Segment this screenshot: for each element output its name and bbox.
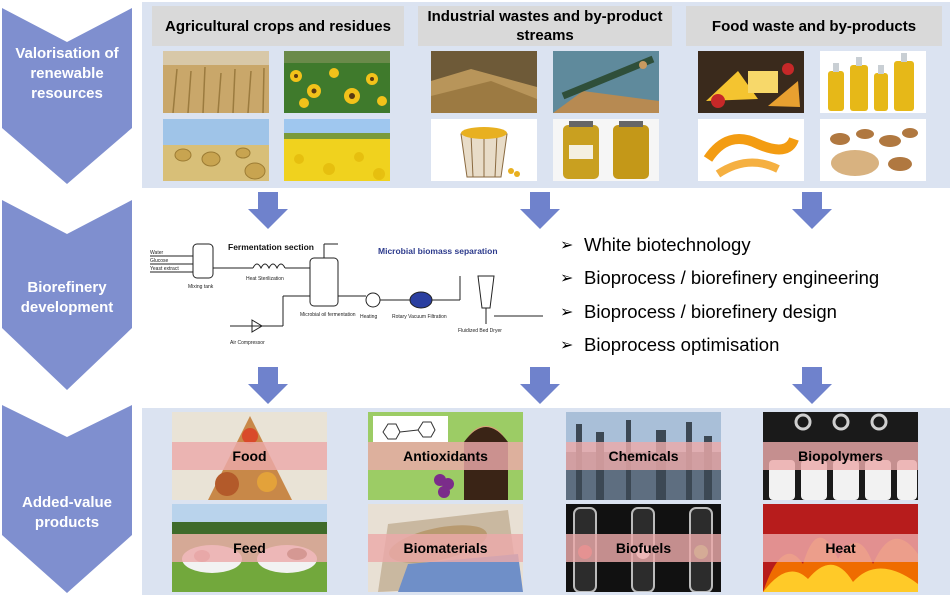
arrowhead-bullet-icon: ➢ [560, 337, 574, 355]
list-item: ➢White biotechnology [560, 233, 751, 255]
unit-label-heat-sterilization: Heat Sterilization [246, 276, 284, 282]
down-arrow-icon [520, 192, 560, 229]
wood-chips-conveyor-image [553, 51, 659, 113]
unit-label-rvf: Rotary Vacuum Filtration [392, 314, 447, 320]
product-antioxidants: Antioxidants [368, 412, 523, 500]
feed-label-yeast: Yeast extract [150, 266, 179, 272]
feed-label-glucose: Glucose [150, 258, 169, 264]
product-label-antioxidants: Antioxidants [368, 442, 523, 470]
unit-label-fermentation: Microbial oil fermentation [300, 312, 356, 318]
stage-chevron-valorisation: Valorisation of renewable resources [2, 8, 132, 184]
stage-chevron-biorefinery: Biorefinery development [2, 200, 132, 390]
list-item: ➢Bioprocess / biorefinery engineering [560, 267, 880, 289]
fermentation-section-title: Fermentation section [228, 242, 314, 252]
stage-label-products: Added-value products [21, 494, 112, 531]
process-flow-diagram: Fermentation section Microbial biomass s… [148, 236, 548, 360]
down-arrow-icon [792, 192, 832, 229]
product-biomaterials: Biomaterials [368, 504, 523, 592]
resource-header-food-waste: Food waste and by-products [686, 6, 942, 46]
product-biofuels: Biofuels [566, 504, 721, 592]
arrowhead-bullet-icon: ➢ [560, 270, 574, 288]
down-arrow-icon [792, 367, 832, 404]
list-item: ➢Bioprocess optimisation [560, 334, 780, 356]
product-label-feed: Feed [172, 534, 327, 562]
oil-bottles-image [553, 119, 659, 181]
rapeseed-field-image [284, 119, 390, 181]
resource-header-agricultural: Agricultural crops and residues [152, 6, 404, 46]
stage-label-biorefinery: Biorefinery development [20, 279, 114, 316]
biomass-separation-title: Microbial biomass separation [378, 246, 498, 256]
feed-label-water: Water [150, 250, 163, 256]
product-chemicals: Chemicals [566, 412, 721, 500]
list-item: ➢Bioprocess / biorefinery design [560, 300, 837, 322]
stage-chevron-products: Added-value products [2, 405, 132, 593]
sunflower-field-image [284, 51, 390, 113]
orange-peel-image [698, 119, 804, 181]
down-arrow-icon [520, 367, 560, 404]
grape-pomace-cup-image [431, 119, 537, 181]
unit-label-compressor: Air Compressor [230, 340, 265, 346]
unit-label-mixing-tank: Mixing tank [188, 284, 214, 290]
product-biopolymers: Biopolymers [763, 412, 918, 500]
cheese-image [698, 51, 804, 113]
unit-label-heating: Heating [360, 314, 377, 320]
unit-label-dryer: Fluidized Bed Dryer [458, 328, 502, 334]
hay-bales-image [163, 119, 269, 181]
stage-label-valorisation: Valorisation of renewable resources [15, 45, 119, 102]
product-feed: Feed [172, 504, 327, 592]
almonds-bread-image [820, 119, 926, 181]
product-label-chemicals: Chemicals [566, 442, 721, 470]
down-arrow-icon [248, 192, 288, 229]
down-arrow-icon [248, 367, 288, 404]
arrowhead-bullet-icon: ➢ [560, 303, 574, 321]
wheat-field-image [163, 51, 269, 113]
product-label-heat: Heat [763, 534, 918, 562]
product-label-biopolymers: Biopolymers [763, 442, 918, 470]
grain-pile-image [431, 51, 537, 113]
product-label-food: Food [172, 442, 327, 470]
product-label-biofuels: Biofuels [566, 534, 721, 562]
olive-oil-bottles-image [820, 51, 926, 113]
arrowhead-bullet-icon: ➢ [560, 236, 574, 254]
capabilities-list: ➢White biotechnology ➢Bioprocess / biore… [560, 228, 879, 362]
product-food: Food [172, 412, 327, 500]
product-heat: Heat [763, 504, 918, 592]
product-label-biomaterials: Biomaterials [368, 534, 523, 562]
resource-header-industrial: Industrial wastes and by-product streams [418, 6, 672, 46]
